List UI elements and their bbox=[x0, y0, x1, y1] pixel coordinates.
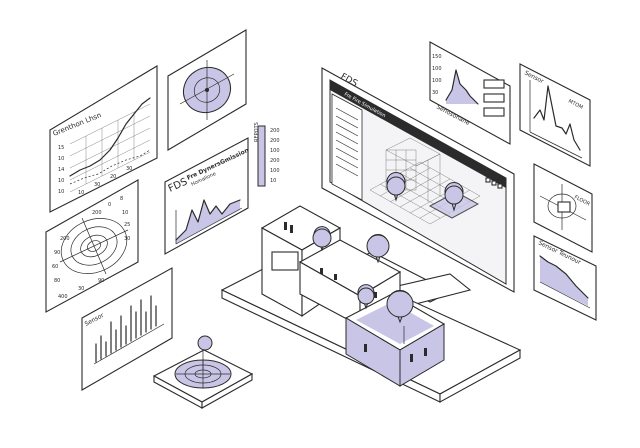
sensor-floor-plate bbox=[152, 335, 254, 409]
y-tick: 30 bbox=[432, 90, 438, 96]
monitor-sidebar bbox=[331, 93, 363, 201]
polar-tick: 400 bbox=[58, 294, 68, 300]
polar-tick: 10 bbox=[122, 210, 128, 216]
polar-tick: 200 bbox=[92, 210, 102, 216]
polar-tick: 30 bbox=[78, 286, 84, 292]
polar-tick: 8 bbox=[120, 196, 123, 202]
gauge-tick: 100 bbox=[270, 148, 280, 154]
polar-tick: 25 bbox=[124, 222, 130, 228]
map-pin-icon[interactable] bbox=[357, 284, 375, 310]
y-tick: 10 bbox=[58, 178, 64, 184]
polar-tick: 30 bbox=[124, 236, 130, 242]
close-button[interactable] bbox=[497, 183, 503, 189]
y-tick: 10 bbox=[58, 189, 64, 195]
y-tick: 10 bbox=[58, 156, 64, 162]
y-tick: 150 bbox=[432, 54, 442, 60]
top-right-chart-panel: Senosonane 150 100 100 30 bbox=[429, 41, 511, 145]
y-tick: 100 bbox=[432, 66, 442, 72]
map-pin-icon[interactable] bbox=[444, 182, 464, 212]
left-line-chart-panel: Grenthon Lhsn 15 10 14 10 10 10 30 20 30 bbox=[49, 65, 158, 213]
map-pin-icon[interactable] bbox=[366, 233, 390, 264]
map-pin-icon[interactable] bbox=[312, 226, 332, 252]
y-tick: 15 bbox=[58, 145, 64, 151]
gauge-label: REPOTS bbox=[254, 122, 260, 142]
crosshair-panel: FLOOR bbox=[533, 163, 593, 253]
sidebar-items[interactable] bbox=[335, 107, 359, 177]
gauge-tick: 200 bbox=[270, 128, 280, 134]
x-tick: 30 bbox=[94, 182, 100, 188]
gauge-tick: 200 bbox=[270, 138, 280, 144]
sensor-right-panel: Sensor MTOM bbox=[519, 63, 591, 167]
sensor-bar-chart-panel: Sensor bbox=[81, 267, 173, 391]
y-tick: 100 bbox=[432, 78, 442, 84]
polar-chart-panel: 200 0 8 200 90 60 80 10 25 30 400 30 90 bbox=[45, 179, 139, 313]
map-pin-icon[interactable] bbox=[386, 289, 414, 324]
maximize-button[interactable] bbox=[491, 180, 497, 186]
target-panel bbox=[167, 29, 247, 151]
polar-tick: 0 bbox=[108, 202, 111, 208]
x-tick: 10 bbox=[78, 190, 84, 196]
polar-tick: 90 bbox=[54, 250, 60, 256]
minimize-button[interactable] bbox=[485, 177, 491, 183]
polar-tick: 60 bbox=[52, 264, 58, 270]
gauge-tick: 100 bbox=[270, 168, 280, 174]
window-controls[interactable] bbox=[485, 177, 503, 189]
x-tick: 30 bbox=[126, 166, 132, 172]
polar-tick: 200 bbox=[60, 236, 70, 242]
building-model bbox=[220, 205, 522, 403]
polar-tick: 90 bbox=[98, 278, 104, 284]
x-tick: 20 bbox=[110, 174, 116, 180]
polar-tick: 80 bbox=[54, 278, 60, 284]
gauge-tick: 10 bbox=[270, 178, 276, 184]
y-tick: 14 bbox=[58, 167, 64, 173]
fds-chart-panel: FDS Fre DynersGmission Homalione bbox=[164, 137, 250, 255]
line-series-main bbox=[69, 97, 151, 177]
gauge-tick: 200 bbox=[270, 158, 280, 164]
vertical-gauge: REPOTS 200 200 100 200 100 10 bbox=[254, 122, 280, 187]
map-pin-icon[interactable] bbox=[386, 172, 406, 202]
line-series-secondary bbox=[69, 149, 151, 185]
